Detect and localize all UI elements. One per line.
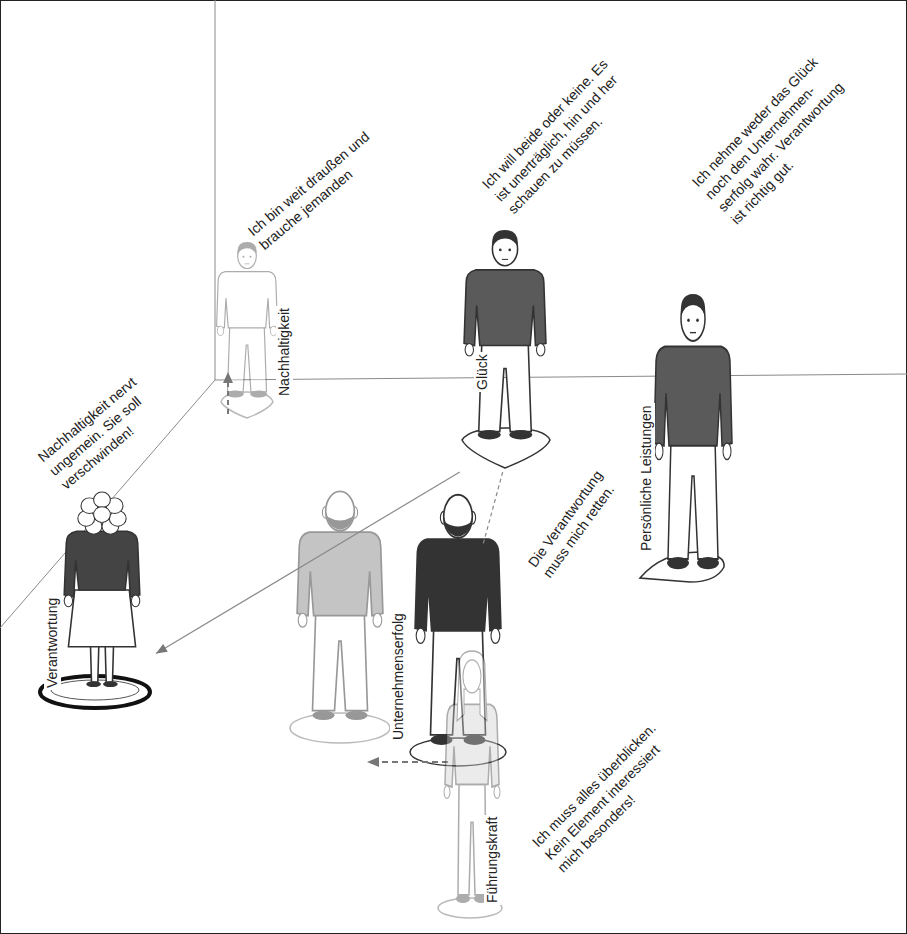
figure-label: Persönliche Leistungen <box>638 403 655 553</box>
speech-text: Nachhaltigkeit nervt ungemein. Sie soll … <box>34 356 184 494</box>
figure-label: Glück <box>474 352 491 392</box>
person-figure <box>438 651 502 918</box>
floor-plate <box>462 428 550 468</box>
movement-arrow <box>378 761 448 763</box>
floor-plate <box>290 713 390 743</box>
movement-arrowhead <box>223 372 233 383</box>
relation-connector <box>156 472 460 654</box>
speech-text: Die Verantwortung muss mich retten. <box>524 447 635 581</box>
figure-node: Glück <box>455 222 555 472</box>
speech-text: Ich will beide oder keine. Es ist unertr… <box>478 47 645 218</box>
arrowhead <box>156 644 168 654</box>
person-figure <box>290 491 390 743</box>
figure-node: Nachhaltigkeit <box>212 236 298 416</box>
figure-node: Unternehmenserfolg <box>386 545 512 768</box>
person-figure <box>217 242 278 398</box>
movement-arrowhead <box>367 757 379 767</box>
room-floor-line <box>215 374 907 380</box>
speech-text: Ich nehme weder das Glück noch den Unter… <box>688 49 864 228</box>
relation-line <box>156 472 460 654</box>
speech-text: Ich bin weit draußen und brauche jemande… <box>244 110 405 253</box>
person-figure <box>464 230 546 439</box>
speech-text: Ich muss alles überblicken. Kein Element… <box>528 711 693 876</box>
relation-line <box>483 472 503 545</box>
movement-arrow <box>227 382 229 414</box>
figure-label: Führungskraft <box>484 815 501 905</box>
relation-connector <box>483 472 503 545</box>
person-figure <box>64 492 140 687</box>
figure-node: Persönliche Leistungen <box>632 288 742 588</box>
person-figure <box>654 294 732 569</box>
figure-label: Nachhaltigkeit <box>276 306 293 398</box>
person-figure <box>217 242 278 418</box>
figure-label: Unternehmenserfolg <box>390 611 407 742</box>
figure-label: Verantwortung <box>44 596 61 690</box>
figure-node: Führungskraft <box>438 645 508 920</box>
figure-node: Verantwortung <box>38 486 156 710</box>
room-corner-line <box>215 0 216 380</box>
